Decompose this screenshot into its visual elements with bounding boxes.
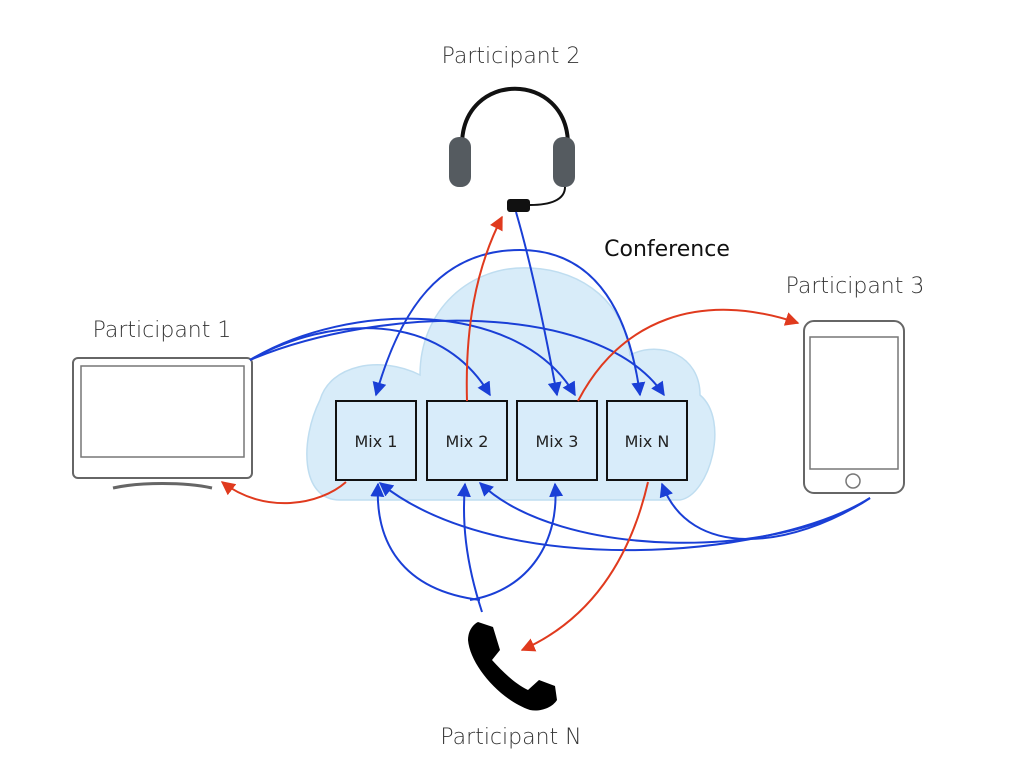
- mix-box-3: Mix 3: [516, 400, 598, 481]
- mix-label: Mix N: [625, 432, 670, 451]
- mix-label: Mix 2: [446, 432, 489, 451]
- mix-box-1: Mix 1: [335, 400, 417, 481]
- mix-box-n: Mix N: [606, 400, 688, 481]
- participant-3-label: Participant 3: [786, 274, 925, 299]
- outbound-arrows: [220, 215, 800, 652]
- headset-icon: [449, 86, 575, 212]
- participant-2-label: Participant 2: [442, 44, 581, 69]
- conference-label: Conference: [604, 237, 730, 262]
- telephone-handset-icon: [468, 622, 557, 711]
- mix-label: Mix 3: [536, 432, 579, 451]
- participant-1-label: Participant 1: [93, 318, 232, 343]
- phone-mobile-icon: [803, 320, 905, 494]
- mix-label: Mix 1: [355, 432, 398, 451]
- monitor-icon: [72, 357, 253, 490]
- mix-box-2: Mix 2: [426, 400, 508, 481]
- participant-n-label: Participant N: [440, 725, 581, 750]
